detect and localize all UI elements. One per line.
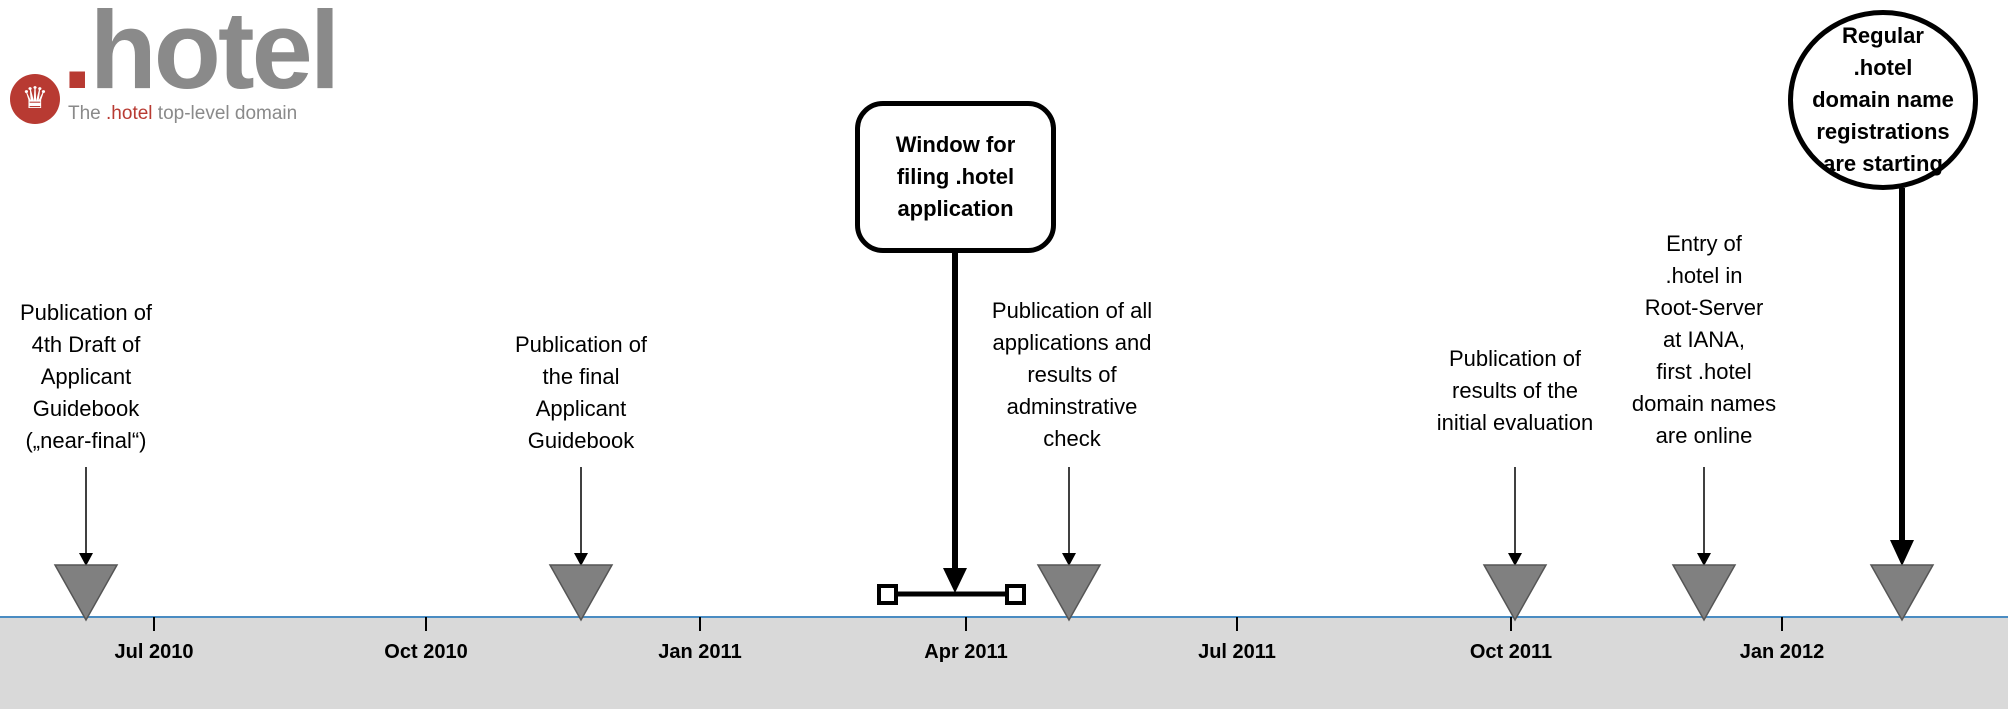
callout-filing-window: Window for filing .hotel application <box>855 101 1056 253</box>
axis-tick-label: Apr 2011 <box>924 641 1008 663</box>
event-marker <box>1036 564 1102 622</box>
axis-tick-label: Jan 2012 <box>1739 641 1825 663</box>
event-label-applications: Publication of all applications and resu… <box>991 298 1153 451</box>
regular-thick-arrow <box>1890 188 1914 566</box>
event-marker <box>53 564 119 622</box>
event-marker <box>1869 564 1935 622</box>
logo-tagline: The .hotel top-level domain <box>68 103 298 124</box>
event-marker <box>548 564 614 622</box>
axis-tick <box>699 617 701 631</box>
thin-arrows <box>79 467 1711 566</box>
event-label-final-guidebook: Publication of the final Applicant Guide… <box>514 332 648 453</box>
timeline-axis <box>0 616 2008 618</box>
axis-tick-label: Jan 2011 <box>658 641 742 663</box>
axis-tick-label: Oct 2010 <box>384 641 468 663</box>
event-label-root-server: Entry of .hotel in Root-Server at IANA, … <box>1631 231 1777 448</box>
axis-tick <box>425 617 427 631</box>
event-label-draft4: Publication of 4th Draft of Applicant Gu… <box>19 300 153 453</box>
event-label-initial-evaluation: Publication of results of the initial ev… <box>1436 346 1594 435</box>
axis-tick <box>153 617 155 631</box>
crown-icon: ♛ <box>10 74 60 124</box>
axis-tick <box>1510 617 1512 631</box>
callout-regular-registrations: Regular .hotel domain name registrations… <box>1788 10 1978 190</box>
axis-tick <box>1236 617 1238 631</box>
window-range-bar <box>877 584 1026 605</box>
axis-tick-label: Jul 2011 <box>1198 641 1276 663</box>
hotel-logo: ♛ .hotel The .hotel top-level domain <box>10 0 340 128</box>
window-thick-arrow <box>943 252 967 593</box>
timeline-band <box>0 617 2008 709</box>
axis-tick-label: Oct 2011 <box>1469 641 1553 663</box>
logo-wordmark: .hotel <box>62 0 340 112</box>
axis-tick-label: Jul 2010 <box>114 641 194 663</box>
axis-tick <box>1781 617 1783 631</box>
axis-tick <box>965 617 967 631</box>
event-marker <box>1671 564 1737 622</box>
event-markers <box>53 564 1935 622</box>
event-marker <box>1482 564 1548 622</box>
